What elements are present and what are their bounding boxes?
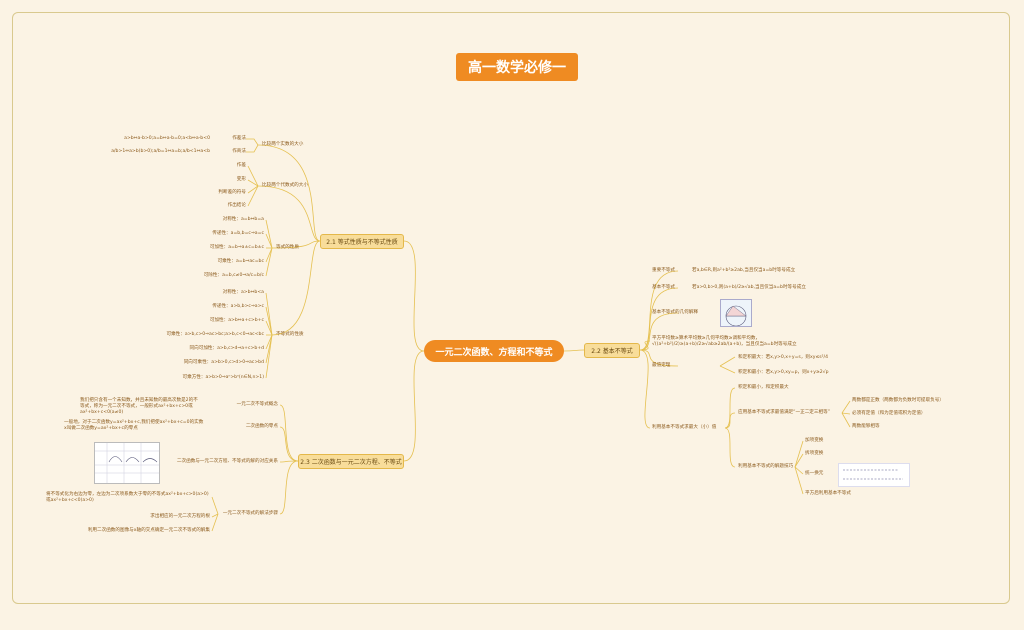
node-quotient-text: a/b>1⇔a>b(b>0);a/b=1⇔a=b;a/b<1⇔a<b: [111, 149, 210, 154]
node-mm-1[interactable]: 积定和最小，和定积最大: [738, 385, 789, 390]
node-important-ineq[interactable]: 重要不等式: [652, 268, 675, 273]
geometric-figure-image: [720, 299, 752, 327]
node-three-3[interactable]: 两数能够相等: [852, 424, 880, 429]
node-extremum-theorem[interactable]: 最值定理: [652, 363, 671, 368]
canvas-frame: [12, 12, 1010, 604]
node-ineq-prop-3[interactable]: 可加性：a>b⇔a+c>b+c: [209, 318, 264, 323]
node-eq-prop-3[interactable]: 可加性：a=b⇒a±c=b±c: [209, 245, 264, 250]
node-diff-text: a>b⇔a-b>0;a=b⇔a-b=0;a<b⇔a-b<0: [124, 136, 210, 141]
node-quotient-method[interactable]: 作商法: [232, 149, 246, 154]
node-three-1[interactable]: 两数都是正数（两数都为负数时可提取负号）: [852, 398, 944, 403]
node-diff-method[interactable]: 作差法: [232, 136, 246, 141]
node-zero-text: 一般地，对于二次函数y=ax²+bx+c,我们把使ax²+bx+c=0的实数x叫…: [64, 420, 204, 431]
node-common-ineq[interactable]: 平方平均数≥算术平均数≥几何平均数≥调和平均数，√((a²+b²)/2)≥(a+…: [652, 336, 797, 347]
node-eq-props[interactable]: 等式的性质: [276, 245, 299, 250]
node-trick-2[interactable]: 拆项变换: [805, 451, 824, 456]
node-correspondence[interactable]: 二次函数与一元二次方程、不等式的解的对应关系: [176, 459, 278, 464]
node-alg-step-2[interactable]: 变形: [236, 177, 246, 182]
node-alg-step-3[interactable]: 判断差的符号: [218, 190, 246, 195]
node-eq-prop-2[interactable]: 传递性：a=b,b=c⇒a=c: [212, 231, 264, 236]
central-topic[interactable]: 一元二次函数、方程和不等式: [424, 340, 564, 362]
branch-2-1[interactable]: 2.1 等式性质与不等式性质: [320, 234, 404, 249]
node-ineq-prop-4[interactable]: 可乘性：a>b,c>0⇒ac>bc;a>b,c<0⇒ac<bc: [166, 332, 264, 337]
branch-2-2[interactable]: 2.2 基本不等式: [584, 343, 640, 358]
node-basic-ineq-text: 若a>0,b>0,则(a+b)/2≥√ab,当且仅当a=b时等号成立: [692, 285, 806, 290]
node-max-min[interactable]: 利用基本不等式求最大（小）值: [652, 425, 717, 430]
branch-2-3[interactable]: 2.3 二次函数与一元二次方程、不等式: [298, 454, 404, 469]
node-basic-ineq[interactable]: 基本不等式: [652, 285, 675, 290]
node-concept-text: 我们把只含有一个未知数，并且未知数的最高次数是2的不等式，称为一元二次不等式，一…: [80, 398, 198, 415]
node-solve-steps[interactable]: 一元二次不等式的解法步骤: [222, 511, 278, 516]
node-alg-step-1[interactable]: 作差: [236, 163, 246, 168]
correspondence-table-image: [94, 442, 160, 484]
node-geometric[interactable]: 基本不等式的几何解释: [652, 310, 698, 315]
formula-image: [838, 463, 910, 487]
node-trick-4[interactable]: 平方后利用基本不等式: [805, 491, 851, 496]
node-extremum-2[interactable]: 积定和最小：若x,y>0,xy=p，则x+y≥2√p: [738, 370, 829, 375]
node-ineq-prop-1[interactable]: 对称性：a>b⇔b<a: [222, 290, 264, 295]
node-ineq-prop-7[interactable]: 可乘方性：a>b>0⇒aⁿ>bⁿ(n∈N,n>1): [182, 375, 265, 380]
node-mm-2[interactable]: 应用基本不等式求最值满足“一正二定三相等”: [738, 410, 831, 415]
node-eq-prop-4[interactable]: 可乘性：a=b⇒ac=bc: [217, 259, 264, 264]
page-title: 高一数学必修一: [456, 53, 578, 81]
node-ineq-props[interactable]: 不等式的性质: [276, 332, 304, 337]
node-ineq-prop-6[interactable]: 同向可乘性：a>b>0,c>d>0⇒ac>bd: [183, 360, 264, 365]
node-important-ineq-text: 若a,b∈R,则a²+b²≥2ab,当且仅当a=b时等号成立: [692, 268, 796, 273]
node-eq-prop-5[interactable]: 可除性：a=b,c≠0⇒a/c=b/c: [203, 273, 264, 278]
node-three-2[interactable]: 必须有定值（和为定值或积为定值）: [852, 411, 926, 416]
node-step-2[interactable]: 求出相应的一元二次方程的根: [150, 514, 210, 519]
node-extremum-1[interactable]: 和定积最大：若x,y>0,x+y=s，则xy≤s²/4: [738, 355, 828, 360]
node-ineq-prop-2[interactable]: 传递性：a>b,b>c⇒a>c: [212, 304, 264, 309]
node-mm-3[interactable]: 利用基本不等式的解题技巧: [738, 464, 794, 469]
node-ineq-prop-5[interactable]: 同向可加性：a>b,c>d⇒a+c>b+d: [189, 346, 264, 351]
node-trick-3[interactable]: 统一换元: [805, 471, 824, 476]
node-quad-ineq-concept[interactable]: 一元二次不等式概念: [236, 402, 278, 407]
node-trick-1[interactable]: 加项变换: [805, 438, 824, 443]
node-step-3[interactable]: 利用二次函数的图像与x轴的交点确定一元二次不等式的解集: [87, 528, 210, 533]
node-alg-step-4[interactable]: 作出结论: [227, 203, 246, 208]
node-eq-prop-1[interactable]: 对称性：a=b⇔b=a: [222, 217, 264, 222]
node-quad-zero[interactable]: 二次函数的零点: [245, 424, 278, 429]
node-compare-real[interactable]: 比较两个实数的大小: [262, 142, 304, 147]
node-step-1[interactable]: 将不等式化为右边为零，左边为二次项系数大于零的不等式ax²+bx+c>0(a>0…: [46, 492, 209, 503]
node-compare-alg[interactable]: 比较两个代数式的大小: [262, 183, 308, 188]
